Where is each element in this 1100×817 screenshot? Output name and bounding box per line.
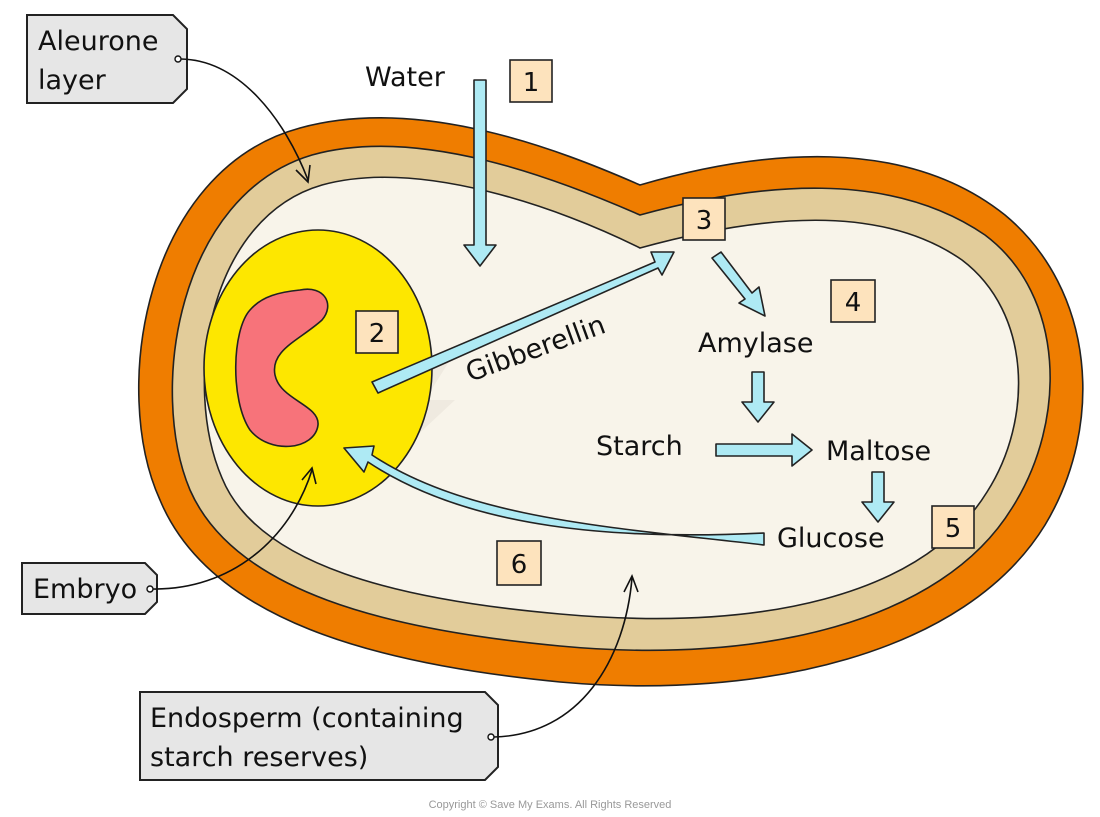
svg-text:6: 6: [511, 550, 528, 580]
svg-text:1: 1: [523, 68, 540, 98]
copyright-text: Copyright © Save My Exams. All Rights Re…: [429, 799, 672, 811]
maltose-glucose-arrow: [861, 471, 895, 523]
amylase-label: Amylase: [698, 328, 813, 359]
amylase-to-starch-arrow: [741, 371, 775, 423]
amylase-arrow: [711, 251, 766, 317]
step-box-6: 6: [496, 540, 542, 586]
step-box-3: 3: [682, 197, 726, 241]
water-arrow: [463, 79, 497, 267]
water-label: Water: [365, 62, 446, 93]
endosperm-label-line1: Endosperm (containing: [150, 703, 464, 734]
gibberellin-arrow: [371, 251, 675, 394]
aleurone-label-line1: Aleurone: [38, 26, 158, 57]
glucose-label: Glucose: [777, 523, 885, 554]
svg-text:2: 2: [369, 319, 386, 349]
maltose-label: Maltose: [826, 436, 931, 467]
step-box-1: 1: [509, 59, 553, 103]
embryo-label: Embryo: [33, 574, 137, 605]
step-box-2: 2: [355, 310, 399, 354]
starch-label: Starch: [596, 431, 683, 462]
glucose-to-embryo-arrow: [343, 445, 765, 546]
svg-text:5: 5: [945, 514, 962, 544]
starch-maltose-arrow: [715, 433, 813, 467]
step-box-4: 4: [830, 279, 876, 323]
svg-text:3: 3: [696, 206, 713, 236]
aleurone-label-line2: layer: [38, 65, 107, 96]
endosperm-label-line2: starch reserves): [150, 742, 368, 773]
endosperm-callout: Endosperm (containing starch reserves): [139, 574, 639, 781]
svg-text:4: 4: [845, 288, 862, 318]
step-box-5: 5: [931, 505, 975, 549]
embryo-callout: Embryo: [21, 466, 317, 615]
radicle: [234, 288, 329, 448]
aleurone-callout: Aleurone layer: [26, 14, 311, 184]
